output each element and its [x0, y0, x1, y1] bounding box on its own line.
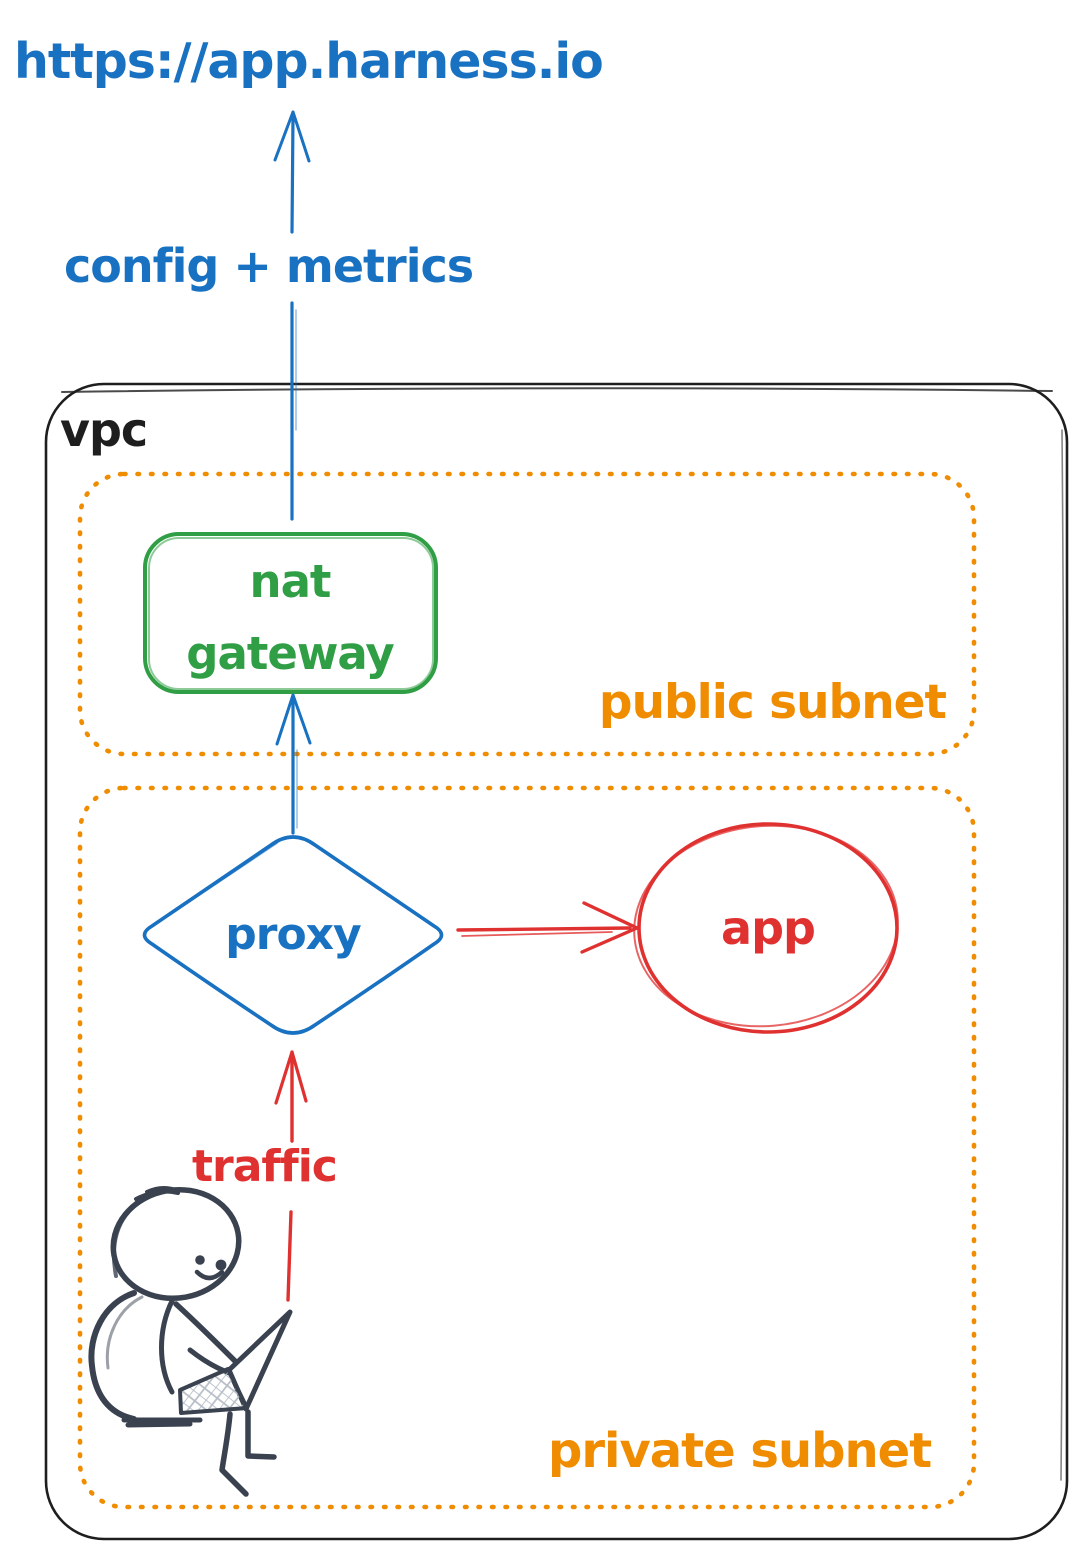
person-arm	[173, 1301, 243, 1369]
private-subnet-label: private subnet	[548, 1423, 932, 1479]
url-label: https://app.harness.io	[14, 33, 604, 90]
config-metrics-arrow	[273, 110, 311, 521]
person-eye	[195, 1255, 205, 1265]
person-leg-far	[245, 1409, 277, 1460]
public-subnet-box	[77, 471, 977, 757]
person-torso	[159, 1298, 175, 1395]
proxy-label: proxy	[225, 909, 362, 960]
private-subnet-box	[77, 785, 977, 1510]
vpc-container-box	[44, 382, 1069, 1541]
person-seat	[121, 1417, 203, 1428]
proxy-diamond	[142, 835, 444, 1035]
person-figure	[88, 1186, 293, 1497]
laptop-keyboard	[178, 1367, 249, 1415]
person-hair	[134, 1186, 180, 1201]
person-leg-near	[219, 1411, 249, 1497]
traffic-edge-label: traffic	[192, 1141, 338, 1192]
person-smile	[194, 1269, 225, 1281]
vpc-label: vpc	[60, 403, 148, 457]
nat-gateway-label: nat gateway	[186, 555, 395, 680]
app-label: app	[721, 901, 816, 955]
traffic-arrow	[274, 1050, 308, 1302]
proxy-to-nat-arrow	[275, 693, 312, 835]
person-ear	[215, 1259, 227, 1271]
public-subnet-label: public subnet	[598, 675, 947, 730]
proxy-to-app-arrow	[456, 901, 639, 954]
nat-gateway-box	[143, 532, 438, 694]
config-metrics-edge-label: config + metrics	[64, 239, 474, 293]
person-back	[88, 1290, 137, 1422]
app-circle	[633, 822, 899, 1034]
person-head	[110, 1186, 242, 1302]
